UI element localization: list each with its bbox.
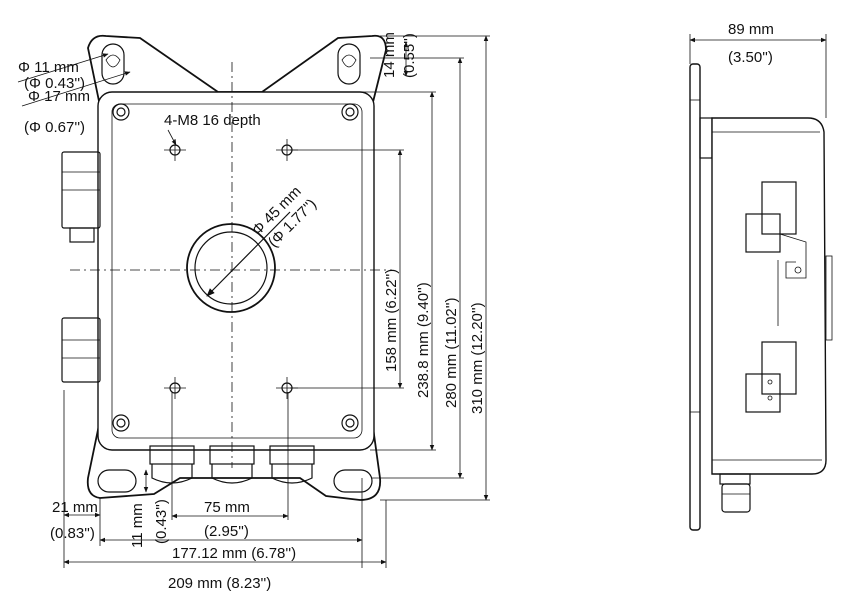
side-depth-inch-label: (3.50'') (728, 49, 773, 66)
side-box-body (711, 117, 827, 475)
corner-screw-tl (112, 103, 130, 121)
hole-large-inch-label: (Φ 0.67'') (24, 119, 85, 136)
side-view: 89 mm (3.50'') (689, 21, 833, 531)
hole-large-label: Φ 17 mm (28, 88, 90, 105)
corner-screw-br (341, 414, 359, 432)
mount-slot-top-left (101, 43, 125, 85)
corner-screw-bl (112, 414, 130, 432)
side-gland-lower (745, 341, 797, 413)
box-body (97, 91, 375, 451)
left-gland-lower (61, 317, 101, 383)
bottom-gland-2 (209, 445, 255, 484)
dim-75-label: 75 mm (204, 499, 250, 516)
dim-238-label: 238.8 mm (9.40'') (415, 282, 432, 398)
mount-slot-bottom-left (97, 469, 137, 493)
side-mounting-plate (689, 63, 701, 531)
side-depth-label: 89 mm (728, 21, 774, 38)
hole-small-inch-label: (Φ 0.43'') (24, 75, 85, 92)
dim-11-label: 11 mm (129, 503, 146, 548)
dim-177-label: 177.12 mm (6.78'') (172, 545, 296, 562)
dim-75-inch-label: (2.95'') (204, 523, 249, 540)
bottom-gland-3 (269, 445, 315, 484)
side-gland-bottom (719, 473, 751, 513)
corner-screw-tr (341, 103, 359, 121)
mount-slot-bottom-right (333, 469, 373, 493)
left-gland-upper (61, 151, 101, 243)
thread-hole-3 (164, 377, 186, 399)
dim-11-inch-label: (0.43'') (153, 499, 170, 544)
mount-slot-top-right (337, 43, 361, 85)
threads-label: 4-M8 16 depth (164, 112, 261, 129)
slot-height-label: 14 mm (381, 32, 398, 78)
dim-209-label: 209 mm (8.23'') (168, 575, 271, 592)
dim-21-inch-label: (0.83'') (50, 525, 95, 542)
center-hole (186, 211, 291, 313)
hole-small-label: Φ 11 mm (18, 59, 79, 76)
dim-280-label: 280 mm (11.02'') (443, 298, 460, 409)
side-gland-upper (745, 181, 807, 279)
dim-310-label: 310 mm (12.20'') (469, 302, 486, 414)
slot-height-inch-label: (0.55'') (401, 33, 418, 78)
dim-158-label: 158 mm (6.22'') (383, 269, 400, 372)
front-view: Φ 11 mm (Φ 0.43'') Φ 17 mm (Φ 0.67'') 4-… (17, 32, 490, 592)
dim-21-label: 21 mm (52, 499, 98, 516)
